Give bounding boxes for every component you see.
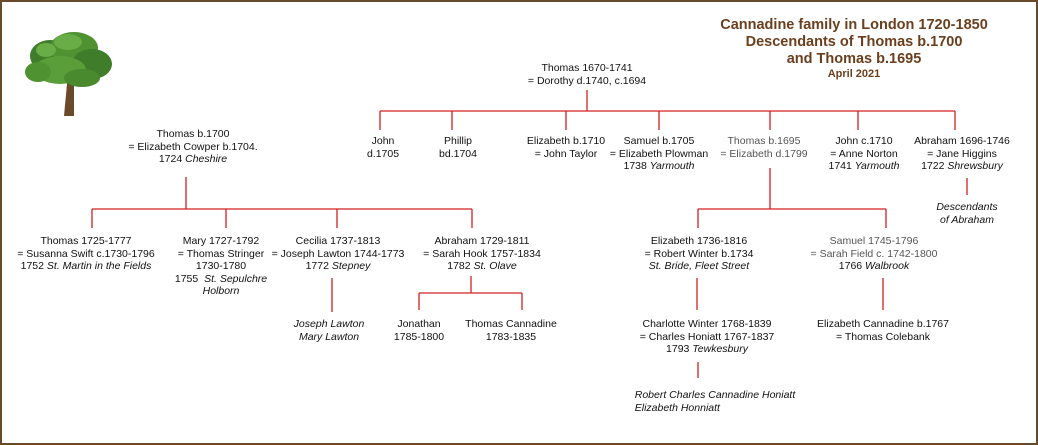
person-thomas-1695: Thomas b.1695 = Elizabeth d.1799 bbox=[720, 135, 808, 160]
person-elizabeth-1767: Elizabeth Cannadine b.1767 = Thomas Cole… bbox=[817, 318, 949, 343]
person-jonathan: Jonathan 1785-1800 bbox=[393, 318, 445, 343]
person-thomas-1725: Thomas 1725-1777 = Susanna Swift c.1730-… bbox=[17, 235, 155, 272]
person-abraham-1729: Abraham 1729-1811 = Sarah Hook 1757-1834… bbox=[423, 235, 541, 272]
person-samuel-1705: Samuel b.1705 = Elizabeth Plowman 1738 Y… bbox=[609, 135, 709, 172]
person-thomas-1700: Thomas b.1700 = Elizabeth Cowper b.1704.… bbox=[128, 128, 258, 165]
person-abraham-1696: Abraham 1696-1746 = Jane Higgins 1722 Sh… bbox=[914, 135, 1010, 172]
honiatt-children: Robert Charles Cannadine Honiatt Elizabe… bbox=[634, 389, 796, 414]
chart-title: Cannadine family in London 1720-1850 Des… bbox=[720, 17, 988, 81]
title-line-3: and Thomas b.1695 bbox=[786, 51, 922, 67]
person-charlotte-winter: Charlotte Winter 1768-1839 = Charles Hon… bbox=[639, 318, 775, 355]
descendants-of-abraham-note: Descendants of Abraham bbox=[936, 201, 998, 226]
title-line-1: Cannadine family in London 1720-1850 bbox=[720, 17, 988, 33]
person-thomas-1783: Thomas Cannadine 1783-1835 bbox=[465, 318, 557, 343]
person-cecilia-1737: Cecilia 1737-1813 = Joseph Lawton 1744-1… bbox=[271, 235, 405, 272]
person-thomas-1670: Thomas 1670-1741 = Dorothy d.1740, c.169… bbox=[527, 62, 647, 87]
person-samuel-1745: Samuel 1745-1796 = Sarah Field c. 1742-1… bbox=[810, 235, 938, 272]
oak-tree-icon bbox=[25, 32, 112, 116]
person-phillip: Phillip bd.1704 bbox=[439, 135, 477, 160]
cecilia-children: Joseph Lawton Mary Lawton bbox=[293, 318, 365, 343]
person-john-1705: John d.1705 bbox=[366, 135, 400, 160]
person-elizabeth-1710: Elizabeth b.1710 = John Taylor bbox=[526, 135, 606, 160]
person-mary-1727: Mary 1727-1792 = Thomas Stringer 1730-17… bbox=[174, 235, 268, 297]
title-date: April 2021 bbox=[827, 68, 881, 80]
person-elizabeth-1736: Elizabeth 1736-1816 = Robert Winter b.17… bbox=[644, 235, 754, 272]
title-line-2: Descendants of Thomas b.1700 bbox=[745, 34, 963, 50]
person-john-1710: John c.1710 = Anne Norton 1741 Yarmouth bbox=[828, 135, 900, 172]
